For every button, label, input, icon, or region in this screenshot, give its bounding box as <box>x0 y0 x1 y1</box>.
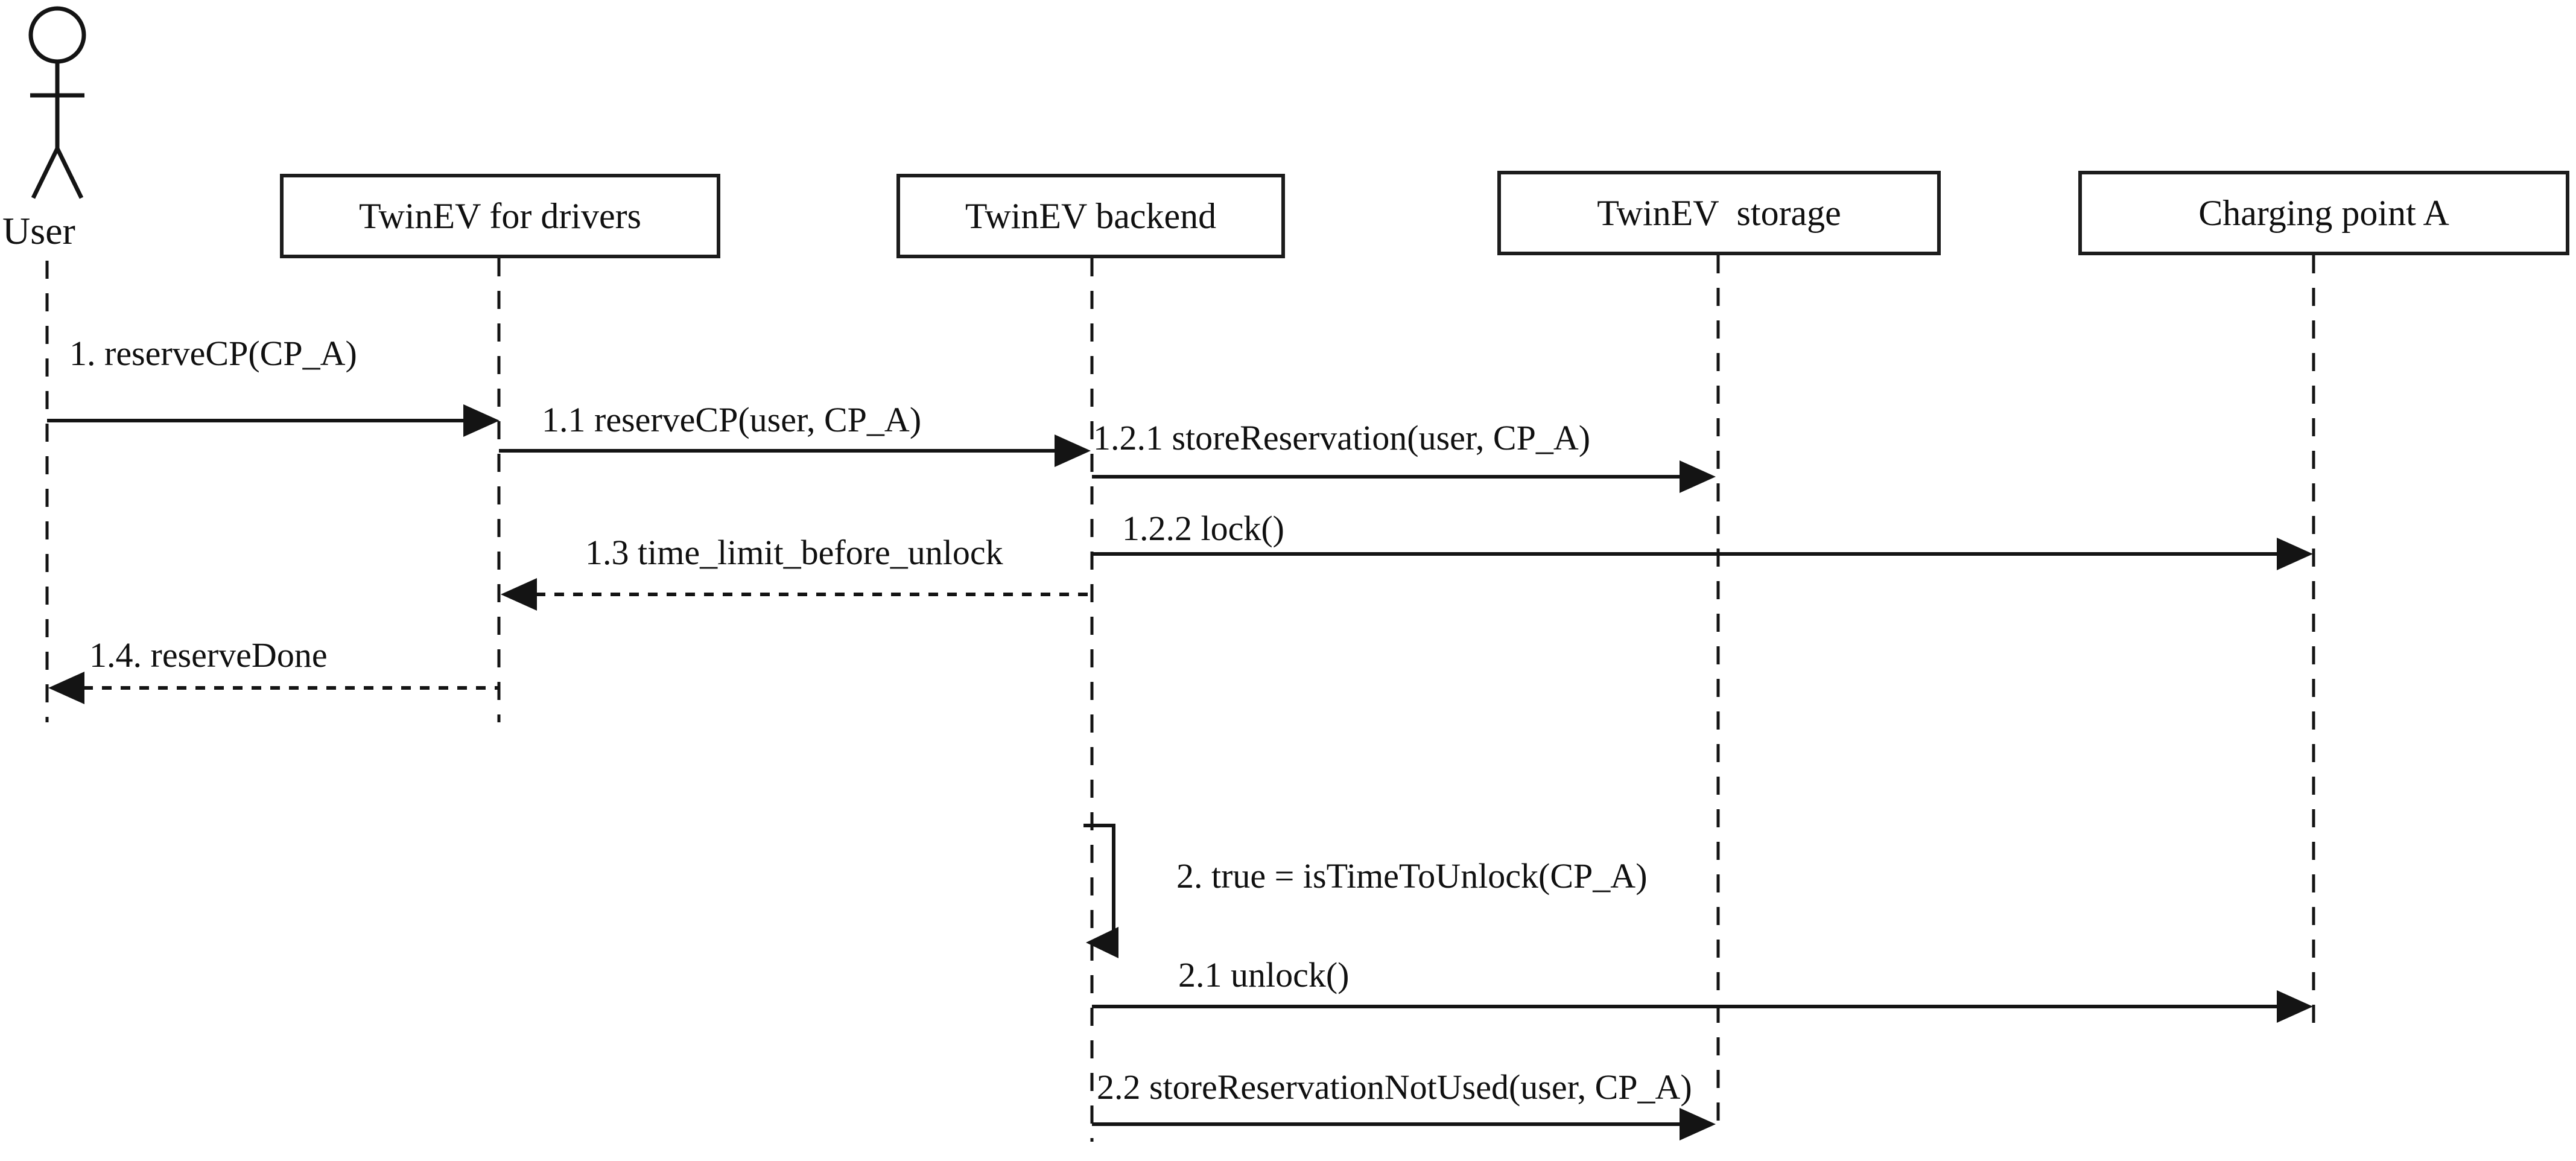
participant-box-drivers: TwinEV for drivers <box>280 174 720 258</box>
message-arrow-1-3 <box>501 578 1092 611</box>
message-label-1: 1. reserveCP(CP_A) <box>69 334 357 373</box>
participant-label-storage: TwinEV storage <box>1597 192 1841 233</box>
message-arrow-1-1 <box>499 434 1091 467</box>
message-arrow-2-self <box>1083 824 1118 958</box>
participant-label-backend: TwinEV backend <box>965 196 1217 236</box>
message-label-1-1: 1.1 reserveCP(user, CP_A) <box>542 400 922 439</box>
message-label-2-1: 2.1 unlock() <box>1178 955 1350 994</box>
participant-label-drivers: TwinEV for drivers <box>359 196 641 236</box>
participant-box-charging: Charging point A <box>2078 171 2569 255</box>
message-label-1-4: 1.4. reserveDone <box>89 635 328 675</box>
message-arrow-1-4 <box>48 672 499 704</box>
message-arrow-1-2-2 <box>1092 538 2313 570</box>
message-label-1-2-1: 1.2.1 storeReservation(user, CP_A) <box>1093 418 1591 457</box>
message-arrow-2-1 <box>1092 990 2313 1023</box>
message-label-1-2-2: 1.2.2 lock() <box>1122 509 1284 548</box>
message-label-2-2: 2.2 storeReservationNotUsed(user, CP_A) <box>1097 1067 1692 1107</box>
message-label-2: 2. true = isTimeToUnlock(CP_A) <box>1176 856 1648 895</box>
actor-icon <box>28 6 86 199</box>
actor-user-label: User <box>2 209 75 252</box>
participant-box-storage: TwinEV storage <box>1497 171 1941 255</box>
message-label-1-3: 1.3 time_limit_before_unlock <box>585 533 1003 572</box>
participant-label-charging: Charging point A <box>2198 192 2449 233</box>
message-arrow-1-2-1 <box>1092 460 1716 493</box>
participant-box-backend: TwinEV backend <box>896 174 1285 258</box>
message-arrow-2-2 <box>1092 1108 1716 1140</box>
message-arrow-1 <box>47 404 500 437</box>
